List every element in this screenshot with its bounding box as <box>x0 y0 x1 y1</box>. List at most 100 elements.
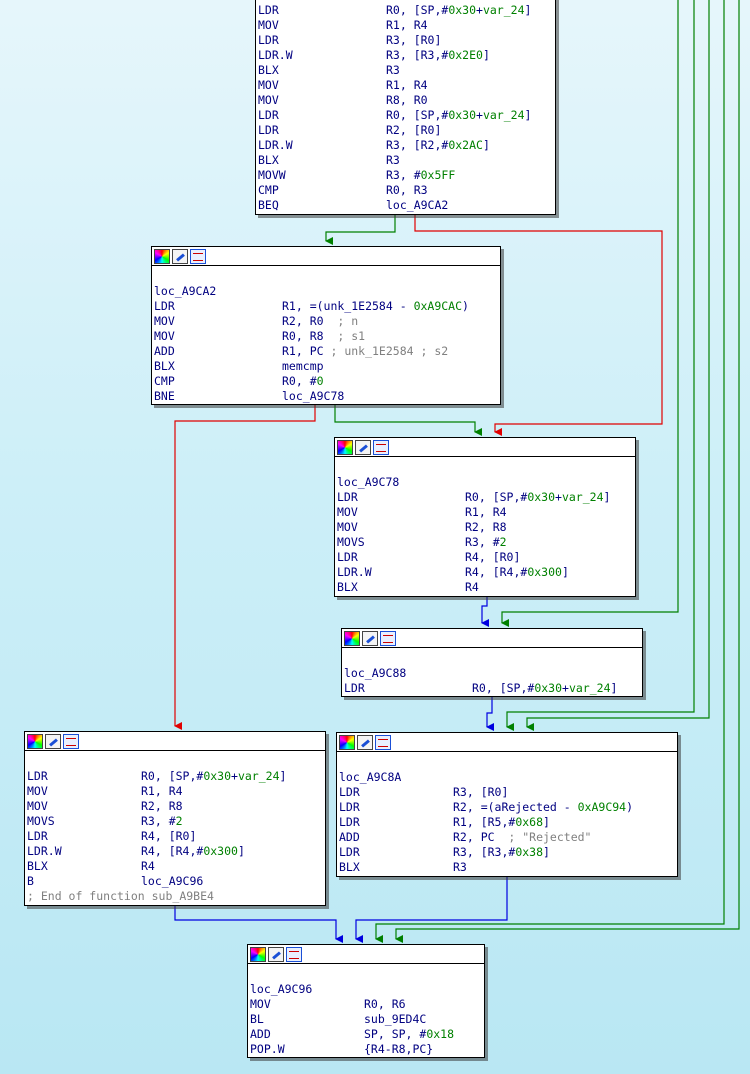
rename-edit-icon[interactable] <box>172 248 188 264</box>
graph-view-icon[interactable] <box>375 734 391 750</box>
block-label[interactable]: loc_A9CA2 <box>154 284 217 298</box>
color-palette-icon[interactable] <box>344 630 360 646</box>
operands: R3, #2 <box>465 535 507 550</box>
rename-edit-icon[interactable] <box>355 439 371 455</box>
operand-text: ) <box>626 800 634 814</box>
mnemonic: LDR <box>258 108 279 122</box>
operand-text: R4, [R0] <box>465 550 521 564</box>
graph-view-icon[interactable] <box>373 439 389 455</box>
operand-text: R3, [R0] <box>453 785 509 799</box>
mnemonic: ADD <box>339 830 360 844</box>
graph-view-icon[interactable] <box>380 630 396 646</box>
mnemonic: MOV <box>258 78 279 92</box>
color-palette-icon[interactable] <box>154 248 170 264</box>
block-label[interactable]: loc_A9C78 <box>337 475 400 489</box>
operand-text: R3, # <box>141 814 176 828</box>
block-label[interactable]: loc_A9C96 <box>250 982 313 996</box>
color-palette-icon[interactable] <box>337 439 353 455</box>
numeric-operand: var_24 <box>561 490 604 504</box>
color-palette-icon[interactable] <box>339 734 355 750</box>
block-label[interactable]: loc_A9C88 <box>344 666 407 680</box>
operands: R3 <box>386 63 400 78</box>
operands: R1, =(unk_1E2584 - 0xA9CAC) <box>282 299 469 314</box>
numeric-operand: 0x38 <box>515 845 544 859</box>
mnemonic: MOVW <box>258 168 286 182</box>
graph-view-icon[interactable] <box>286 946 302 962</box>
rename-edit-icon[interactable] <box>45 733 61 749</box>
mnemonic: LDR.W <box>27 844 62 858</box>
operand-text: loc_A9C78 <box>282 389 345 403</box>
mnemonic: MOV <box>250 997 271 1011</box>
rename-edit-icon[interactable] <box>268 946 284 962</box>
operand-text: R1, [R5,# <box>453 815 516 829</box>
instruction-line[interactable]: POP.W{R4-R8,PC} <box>250 1042 482 1057</box>
rename-edit-icon[interactable] <box>357 734 373 750</box>
operand-text: R2, R8 <box>465 520 507 534</box>
operand-text: R8, R0 <box>386 93 428 107</box>
graph-view-icon[interactable] <box>190 248 206 264</box>
operands: R3, [R0] <box>386 33 441 48</box>
block-toolbar <box>25 732 325 751</box>
operand-text: R1, =(unk_1E2584 - <box>282 299 414 313</box>
graph-view-icon[interactable] <box>63 733 79 749</box>
operands: SP, SP, #0x18 <box>364 1027 454 1042</box>
block-label[interactable]: loc_A9C8A <box>339 770 402 784</box>
rename-edit-icon[interactable] <box>362 630 378 646</box>
color-palette-icon[interactable] <box>27 733 43 749</box>
color-palette-icon[interactable] <box>250 946 266 962</box>
